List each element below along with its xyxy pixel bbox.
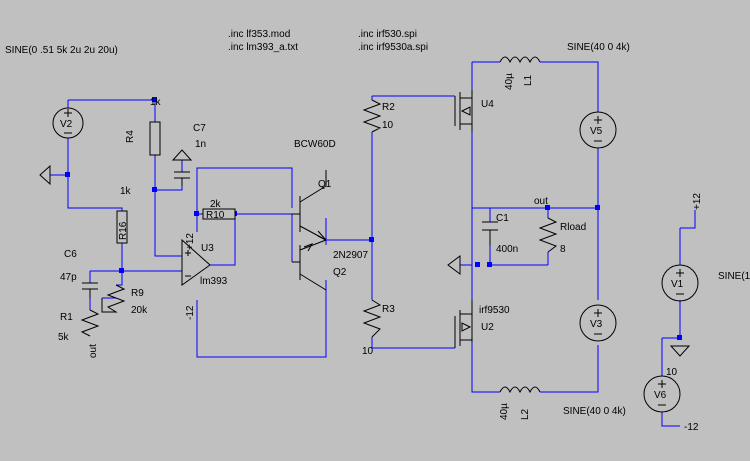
net-label-out: out — [534, 196, 548, 207]
label-v5: V5 — [590, 126, 603, 137]
label-c1: C1 — [496, 213, 509, 224]
label-c7-value: 1n — [195, 139, 206, 150]
label-l1: L1 — [523, 74, 534, 86]
net-label-minus12-v6: -12 — [684, 422, 699, 433]
directive-inc-lm393: .inc lm393_a.txt — [228, 42, 298, 53]
v6-source-symbol[interactable] — [643, 375, 681, 413]
rload-resistor-symbol[interactable] — [538, 217, 558, 253]
label-v1-value: SINE(1 — [718, 271, 750, 282]
v2-source-symbol[interactable] — [52, 107, 84, 139]
ground-icon — [39, 164, 51, 186]
directive-v2-sine: SINE(0 .51 5k 2u 2u 20u) — [5, 45, 118, 56]
label-v6-value: 10 — [666, 367, 678, 378]
net-label-out-r1: out — [88, 344, 99, 358]
label-rload: Rload — [560, 222, 586, 233]
r1-resistor-symbol[interactable] — [80, 309, 100, 337]
label-c6: C6 — [64, 249, 77, 260]
label-r9: R9 — [131, 288, 144, 299]
v5-source-symbol[interactable] — [579, 111, 617, 149]
label-r10-value: 2k — [210, 199, 222, 210]
r4-resistor-symbol[interactable] — [149, 121, 161, 156]
label-q1-model: BCW60D — [294, 139, 336, 150]
label-v6: V6 — [654, 390, 667, 401]
c6-capacitor-symbol[interactable] — [82, 282, 98, 298]
label-r9-value: 20k — [131, 305, 148, 316]
label-l1-value: 40µ — [504, 73, 515, 90]
l2-inductor-symbol[interactable] — [499, 386, 541, 394]
directive-inc-lf353: .inc lf353.mod — [228, 29, 290, 40]
net-label-minus12-u3: -12 — [185, 305, 196, 320]
label-r3: R3 — [382, 304, 395, 315]
label-r4: R4 — [125, 130, 136, 143]
r9-resistor-symbol[interactable] — [101, 284, 126, 313]
label-r2-value: 10 — [382, 120, 394, 131]
r10-resistor-symbol[interactable] — [202, 208, 236, 220]
c1-capacitor-symbol[interactable] — [482, 221, 498, 245]
u3-comparator-symbol[interactable] — [181, 238, 211, 286]
ground-icon — [171, 149, 193, 161]
label-v2: V2 — [60, 119, 73, 130]
r16-resistor-symbol[interactable] — [116, 210, 128, 244]
directive-inc-irf530: .inc irf530.spi — [358, 29, 417, 40]
label-u2-model: irf9530 — [479, 305, 510, 316]
directive-inc-irf9530: .inc irf9530a.spi — [358, 42, 428, 53]
label-u3-model: lm393 — [200, 276, 228, 287]
net-label-plus12-v1: +12 — [692, 193, 703, 210]
label-r16: R16 — [118, 221, 129, 240]
label-r2: R2 — [382, 102, 395, 113]
u2-mosfet-symbol[interactable] — [454, 300, 473, 348]
ground-icon — [669, 345, 691, 357]
label-v3: V3 — [590, 319, 603, 330]
label-c1-value: 400n — [496, 244, 518, 255]
r2-resistor-symbol[interactable] — [362, 99, 382, 133]
u4-mosfet-symbol[interactable] — [454, 90, 473, 132]
v1-source-symbol[interactable] — [661, 264, 699, 302]
v3-source-symbol[interactable] — [579, 304, 617, 342]
c7-capacitor-symbol[interactable] — [174, 171, 190, 186]
label-r1-value: 5k — [58, 332, 70, 343]
label-c7: C7 — [193, 123, 206, 134]
label-q1: Q1 — [318, 179, 332, 190]
label-q2: Q2 — [333, 267, 347, 278]
label-r10: R10 — [206, 210, 225, 221]
ground-icon — [447, 255, 461, 275]
label-l2-value: 40µ — [499, 403, 510, 420]
r3-resistor-symbol[interactable] — [362, 299, 382, 338]
label-c6-value: 47p — [60, 272, 77, 283]
q2-transistor-symbol[interactable] — [292, 239, 327, 291]
label-r1: R1 — [60, 312, 73, 323]
label-u4: U4 — [481, 99, 494, 110]
label-rload-value: 8 — [560, 244, 566, 255]
net-label-r4-top: 1k — [150, 97, 162, 108]
net-label-r16-top: 1k — [120, 186, 132, 197]
label-l2: L2 — [520, 408, 531, 420]
label-v5-value: SINE(40 0 4k) — [567, 42, 630, 53]
net-label-plus12-u3: +12 — [185, 233, 196, 250]
label-v1: V1 — [671, 279, 684, 290]
label-u3: U3 — [201, 243, 214, 254]
label-v3-value: SINE(40 0 4k) — [563, 406, 626, 417]
l1-inductor-symbol[interactable] — [499, 56, 541, 64]
label-u2: U2 — [481, 322, 494, 333]
label-q2-model: 2N2907 — [333, 250, 368, 261]
label-r3-value: 10 — [362, 346, 374, 357]
